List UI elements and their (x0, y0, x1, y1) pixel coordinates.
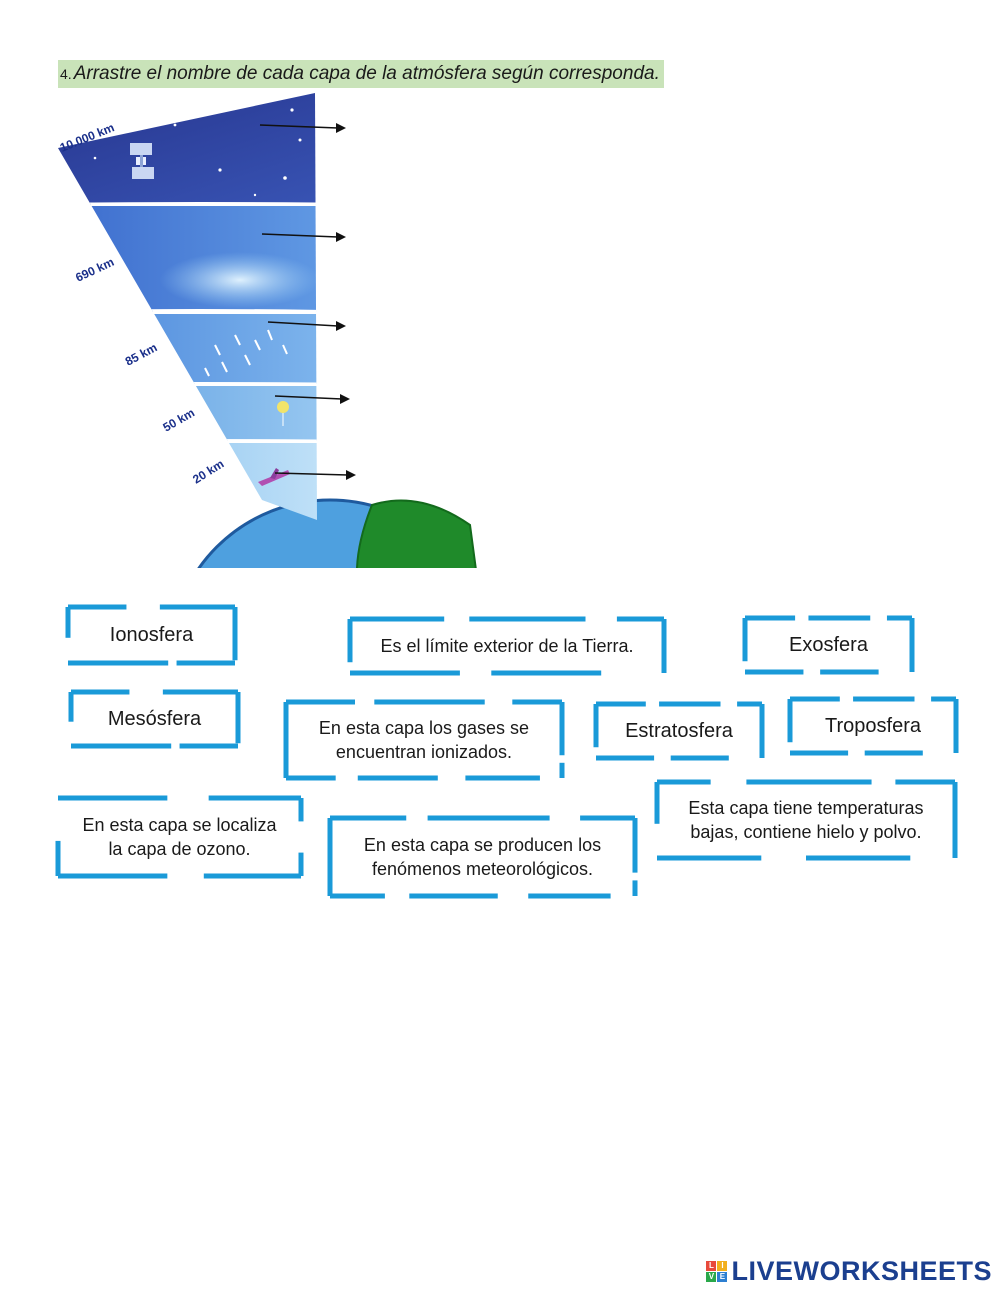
card-line: bajas, contiene hielo y polvo. (690, 822, 922, 842)
logo-wordmark: LIVEWORKSHEETS (731, 1256, 992, 1286)
question-number: 4. (60, 66, 72, 82)
atmosphere-diagram: 10.000 km 690 km 85 km 50 km 20 km (58, 93, 477, 568)
altitude-label-20: 20 km (190, 457, 226, 487)
arrow-thermosphere (261, 232, 346, 242)
card-line: En esta capa se producen los (363, 834, 602, 855)
arrow-exosphere (259, 123, 346, 133)
instruction-text: Arrastre el nombre de cada capa de la at… (73, 63, 660, 84)
logo-mark-icon: L I V E (706, 1261, 728, 1282)
arrow-troposphere (274, 470, 356, 480)
card-mesosfera[interactable]: Mesósfera (68, 689, 241, 749)
card-line: la capa de ozono. (108, 839, 251, 859)
arrow-stratosphere (274, 394, 350, 404)
card-line: En esta capa los gases se (318, 717, 530, 738)
airplane-icon (258, 468, 290, 486)
card-line: Esta capa tiene temperaturas (688, 797, 924, 818)
altitude-label-50: 50 km (161, 405, 197, 434)
card-line: fenómenos meteorológicos. (371, 859, 594, 879)
card-fenomenos-meteorologicos[interactable]: En esta capa se producen los fenómenos m… (327, 815, 638, 899)
arrow-mesosphere (267, 321, 346, 331)
card-label: Ionosfera (109, 623, 194, 646)
meteors-icon (204, 329, 288, 377)
satellite-icon (130, 143, 154, 179)
card-gases-ionizados[interactable]: En esta capa los gases se encuentran ion… (283, 699, 565, 781)
card-troposfera[interactable]: Troposfera (787, 696, 959, 756)
card-label: Exosfera (789, 633, 868, 656)
card-label: Mesósfera (107, 707, 202, 730)
card-ionosfera[interactable]: Ionosfera (65, 604, 238, 666)
weather-balloon-icon (277, 401, 289, 426)
card-capa-ozono[interactable]: En esta capa se localiza la capa de ozon… (55, 795, 304, 879)
card-exosfera[interactable]: Exosfera (742, 615, 915, 675)
card-hielo-polvo[interactable]: Esta capa tiene temperaturas bajas, cont… (654, 779, 958, 861)
card-label: Es el límite exterior de la Tierra. (380, 635, 634, 656)
earth (197, 498, 477, 568)
card-line: En esta capa se localiza (82, 814, 277, 835)
altitude-label-690: 690 km (73, 255, 116, 285)
card-label: Troposfera (825, 714, 921, 737)
liveworksheets-logo: L I V E LIVEWORKSHEETS (706, 1256, 992, 1287)
card-label: Estratosfera (625, 719, 733, 742)
altitude-label-85: 85 km (123, 340, 160, 368)
card-line: encuentran ionizados. (335, 742, 513, 762)
card-limite-exterior[interactable]: Es el límite exterior de la Tierra. (347, 616, 667, 676)
card-estratosfera[interactable]: Estratosfera (593, 701, 765, 761)
instruction-banner: 4. Arrastre el nombre de cada capa de la… (58, 60, 664, 88)
